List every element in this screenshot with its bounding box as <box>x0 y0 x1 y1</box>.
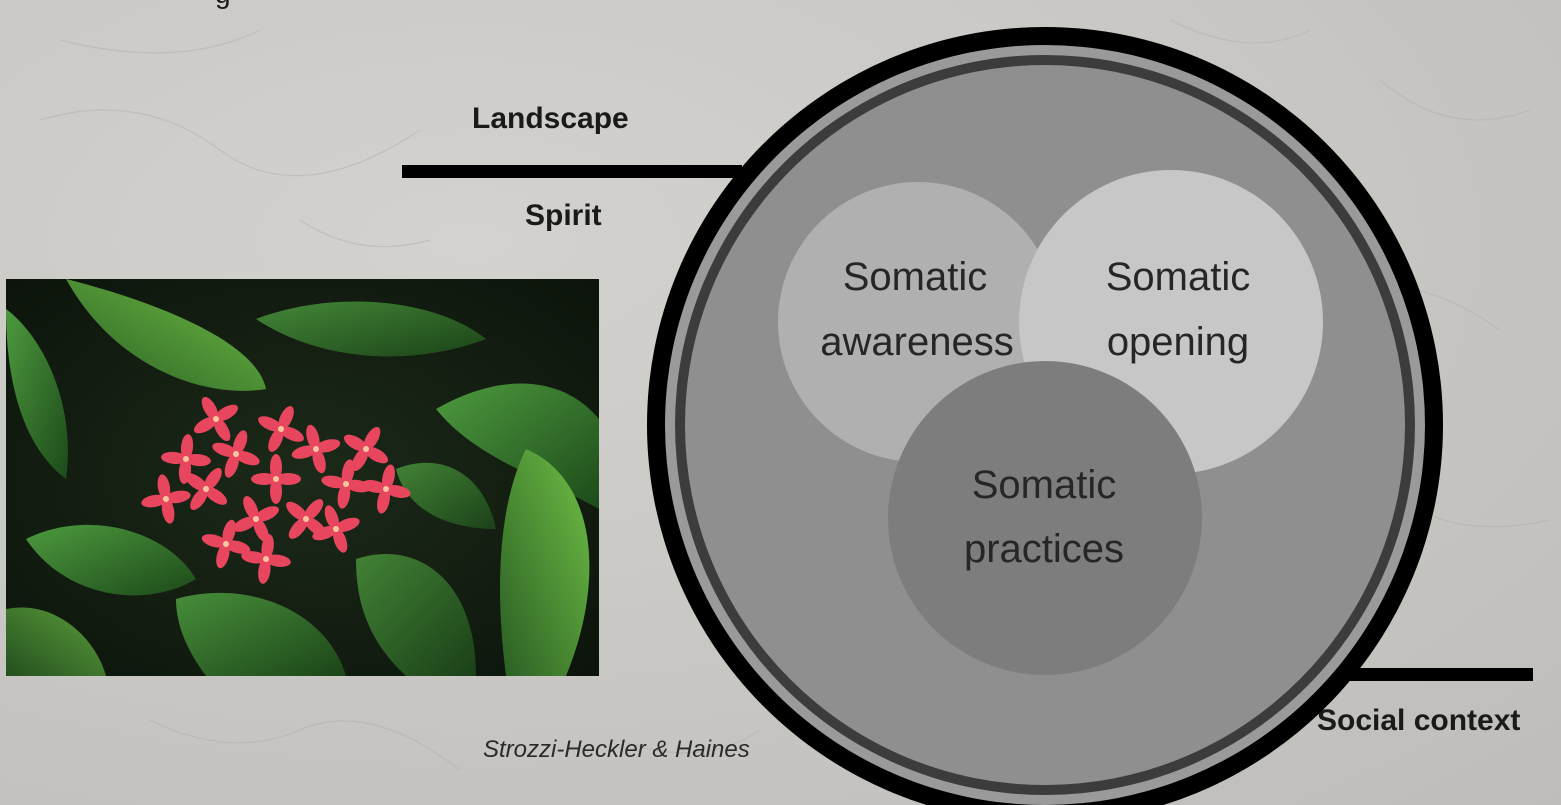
awareness-line1: Somatic <box>843 255 988 299</box>
landscape-spirit-divider-line <box>402 165 742 178</box>
opening-line2: opening <box>1107 320 1249 364</box>
somatic-practices-circle <box>888 361 1202 675</box>
opening-line1: Somatic <box>1106 255 1251 299</box>
awareness-line2: awareness <box>820 320 1013 364</box>
practices-line2: practices <box>964 527 1124 571</box>
practices-line1: Somatic <box>972 463 1117 507</box>
